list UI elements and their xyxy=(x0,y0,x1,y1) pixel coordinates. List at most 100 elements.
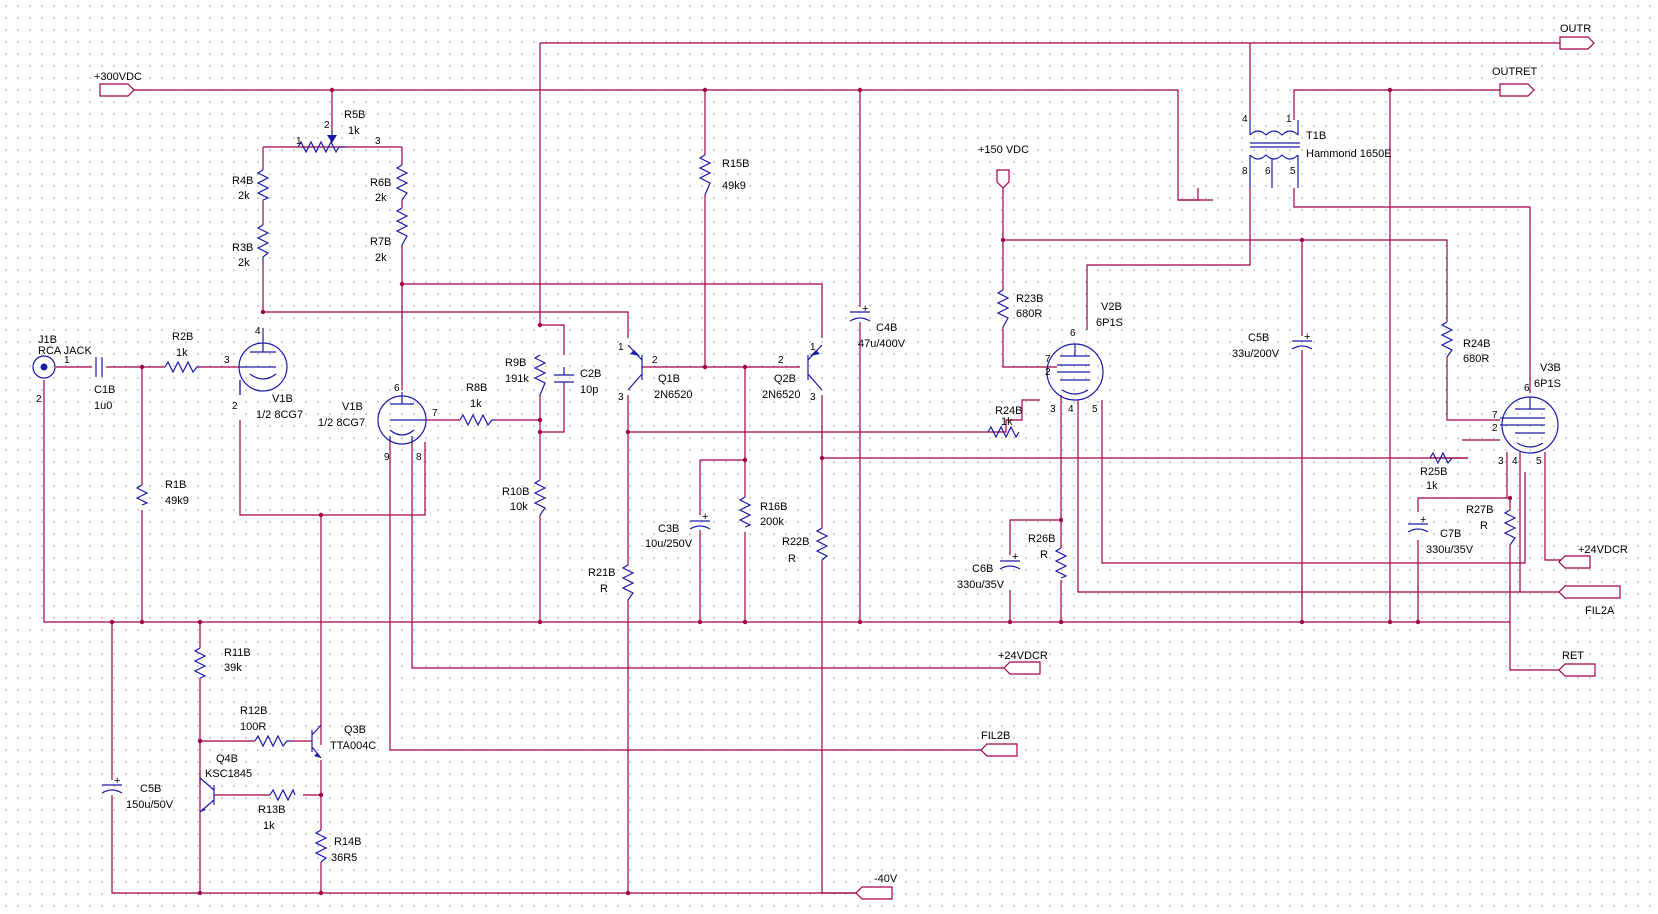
tube-v1b-left xyxy=(238,328,288,395)
val-r25b: 1k xyxy=(1426,480,1438,492)
ref-r11b: R11B xyxy=(224,647,251,659)
pin-3: 3 xyxy=(375,136,381,147)
net-label-fil2b: FIL2B xyxy=(981,730,1010,742)
pin-1: 1 xyxy=(618,342,624,353)
val-r4b: 2k xyxy=(238,190,250,202)
capacitor-c2b xyxy=(554,367,574,383)
resistor-r13b xyxy=(269,788,296,802)
val-r3b: 2k xyxy=(238,257,250,269)
svg-text:+: + xyxy=(1012,551,1018,563)
resistor-r12b xyxy=(254,734,290,748)
svg-text:+: + xyxy=(862,303,868,315)
resistor-r24b-h xyxy=(987,425,1020,439)
val-c4b: 47u/400V xyxy=(858,338,906,350)
capacitor-c3b: + xyxy=(689,511,711,530)
component-labels: J1B RCA JACK C1B 1u0 R2B 1k R1B 49k9 R5B… xyxy=(38,109,1561,864)
net-label-24vdcr: +24VDCR xyxy=(998,650,1048,662)
net-label-300vdc: +300VDC xyxy=(94,71,142,83)
net-label-fil2a: FIL2A xyxy=(1585,605,1615,617)
val-j1b: RCA JACK xyxy=(38,345,92,357)
capacitor-c6b: + xyxy=(999,551,1021,570)
val-v1b-right: 1/2 8CG7 xyxy=(318,417,365,429)
val-c6b: 330u/35V xyxy=(957,579,1005,591)
ref-r14b: R14B xyxy=(334,836,362,848)
ref-r16b: R16B xyxy=(760,501,788,513)
ref-r15b: R15B xyxy=(722,158,750,170)
ref-c1b: C1B xyxy=(94,384,115,396)
val-r23b: 680R xyxy=(1016,308,1042,320)
wires xyxy=(43,42,1590,894)
val-r12b: 100R xyxy=(240,721,266,733)
potentiometer-r5b xyxy=(297,130,345,154)
transistor-q3b xyxy=(311,724,322,759)
ref-r24b-a: R24B xyxy=(995,405,1023,417)
ref-r13b: R13B xyxy=(258,804,286,816)
tube-v2b xyxy=(1046,343,1104,401)
pin-2: 2 xyxy=(652,355,658,366)
pin-6: 6 xyxy=(1070,328,1076,339)
pin-numbers: 1 2 1 2 3 3 4 2 6 7 9 8 2 1 3 2 1 3 7 2 … xyxy=(36,114,1542,467)
val-c3b: 10u/250V xyxy=(645,538,693,550)
pin-2: 2 xyxy=(36,394,42,405)
svg-text:+: + xyxy=(114,775,120,787)
transistor-q1b xyxy=(627,344,643,391)
val-r15b: 49k9 xyxy=(722,180,746,192)
pin-8: 8 xyxy=(1242,166,1248,177)
val-r13b: 1k xyxy=(263,820,275,832)
pin-4: 4 xyxy=(1242,114,1248,125)
pin-3: 3 xyxy=(1498,456,1504,467)
net-labels: +300VDC +150 VDC OUTR OUTRET +24VDCR FIL… xyxy=(94,23,1628,885)
capacitor-c5b-left: + xyxy=(101,775,123,794)
val-r10b: 10k xyxy=(510,501,528,513)
pin-5: 5 xyxy=(1290,166,1296,177)
val-v1b-left: 1/2 8CG7 xyxy=(256,409,303,421)
pin-2: 2 xyxy=(1045,367,1051,378)
val-r7b: 2k xyxy=(375,252,387,264)
pin-4: 4 xyxy=(255,326,261,337)
ref-r7b: R7B xyxy=(370,236,391,248)
val-c7b: 330u/35V xyxy=(1426,544,1474,556)
transistor-q4b xyxy=(199,777,215,813)
pin-5: 5 xyxy=(1536,456,1542,467)
val-r24b-b: 680R xyxy=(1463,353,1489,365)
val-v2b: 6P1S xyxy=(1096,317,1123,329)
val-v3b: 6P1S xyxy=(1534,378,1561,390)
resistor-r25b xyxy=(1429,451,1453,465)
ref-c5b-right: C5B xyxy=(1248,332,1269,344)
pin-2: 2 xyxy=(778,355,784,366)
net-label-ret: RET xyxy=(1562,650,1584,662)
ref-r27b: R27B xyxy=(1466,504,1494,516)
tube-v3b xyxy=(1500,396,1559,454)
val-r5b: 1k xyxy=(348,125,360,137)
ref-r24b-b: R24B xyxy=(1463,338,1491,350)
pin-6: 6 xyxy=(1524,383,1530,394)
val-q3b: TTA004C xyxy=(330,740,376,752)
pin-6: 6 xyxy=(1265,166,1271,177)
ref-r5b: R5B xyxy=(344,109,365,121)
val-c5b-left: 150u/50V xyxy=(126,799,174,811)
val-r9b: 191k xyxy=(505,373,529,385)
capacitor-c1b xyxy=(95,357,103,377)
val-r2b: 1k xyxy=(176,347,188,359)
val-c1b: 1u0 xyxy=(94,400,112,412)
ref-r6b: R6B xyxy=(370,177,391,189)
ref-c2b: C2B xyxy=(580,368,601,380)
transformer-t1b xyxy=(1249,120,1300,188)
ref-q4b: Q4B xyxy=(216,753,238,765)
ref-r2b: R2B xyxy=(172,331,193,343)
ref-r8b: R8B xyxy=(466,382,487,394)
ref-c7b: C7B xyxy=(1440,528,1461,540)
svg-text:+: + xyxy=(1420,514,1426,526)
ref-t1b: T1B xyxy=(1306,130,1326,142)
port-shapes xyxy=(99,36,1621,900)
pin-3: 3 xyxy=(618,392,624,403)
net-label-150vdc: +150 VDC xyxy=(978,144,1029,156)
ref-q1b: Q1B xyxy=(658,373,680,385)
pin-7: 7 xyxy=(1045,354,1051,365)
pin-4: 4 xyxy=(1068,404,1074,415)
net-label-24vdcr-right: +24VDCR xyxy=(1578,544,1628,556)
ref-c4b: C4B xyxy=(876,322,897,334)
ref-r10b: R10B xyxy=(502,486,530,498)
